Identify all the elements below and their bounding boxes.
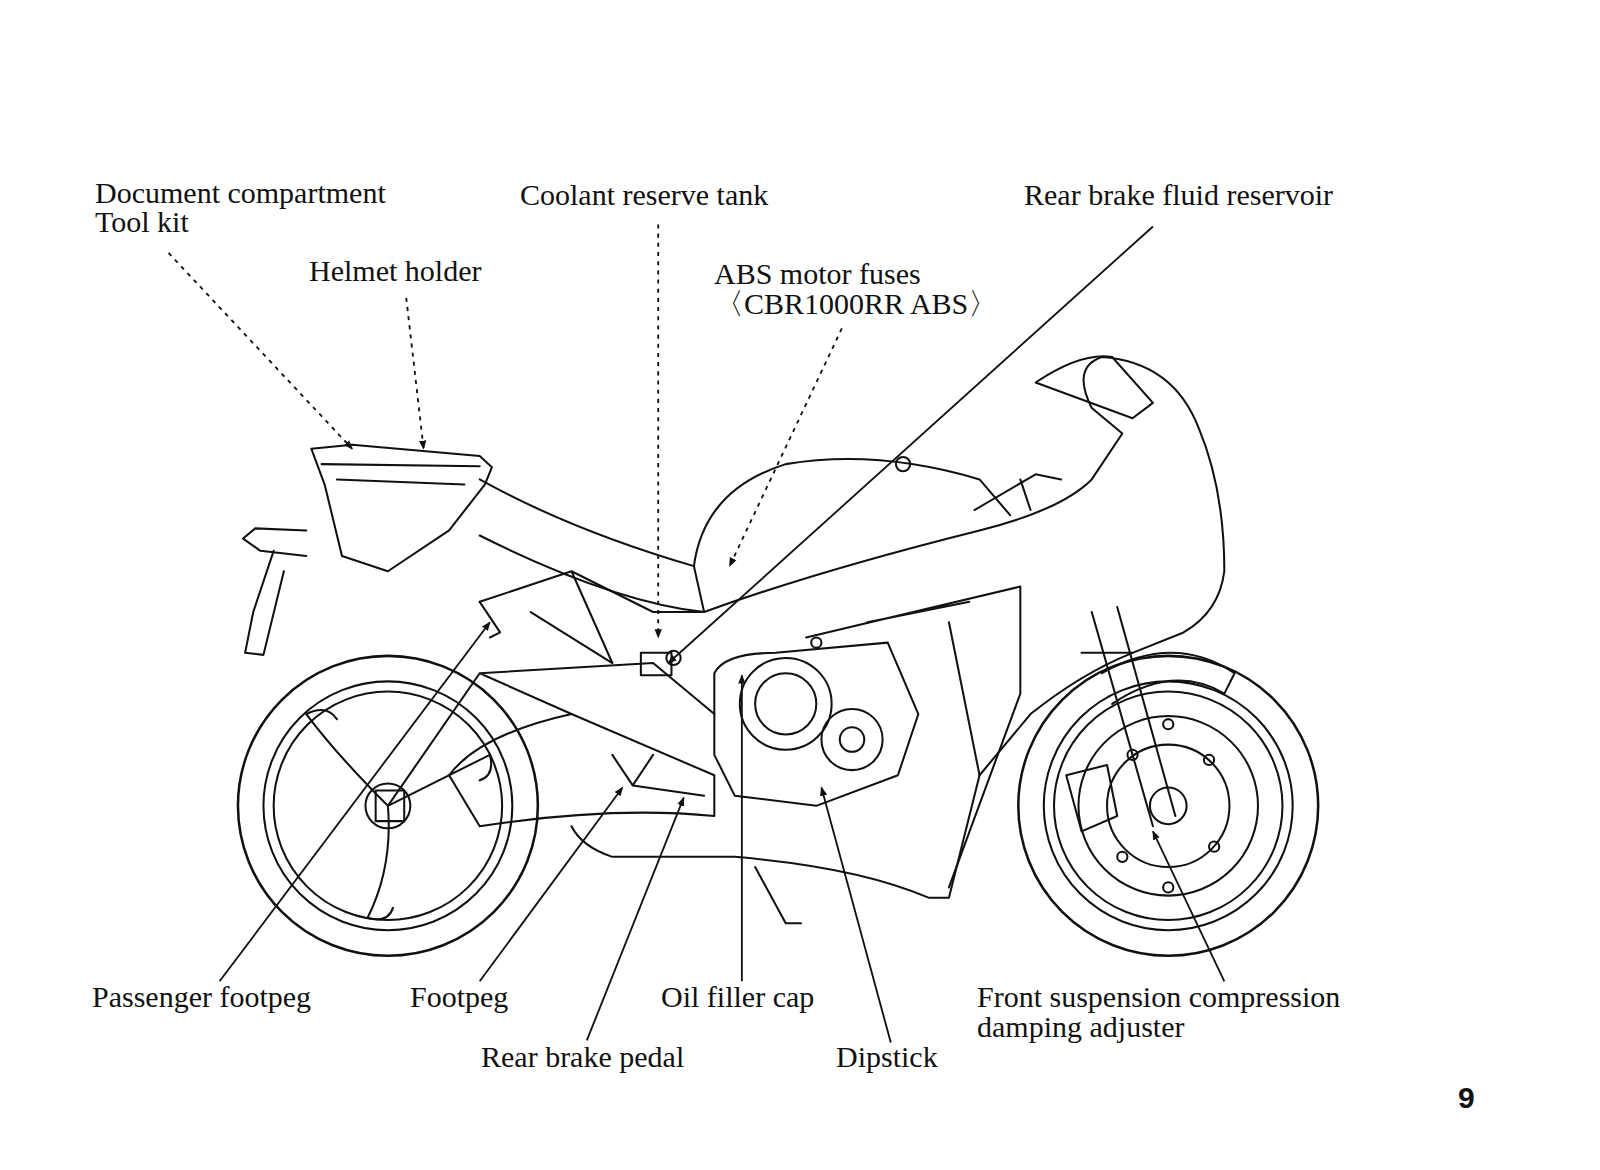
part-label: ABS motor fuses 〈CBR1000RR ABS〉	[714, 259, 1014, 319]
part-label: Dipstick	[836, 1042, 938, 1072]
part-label: Tool kit	[95, 207, 189, 237]
part-label: Footpeg	[410, 982, 508, 1012]
part-label: Front suspension compression damping adj…	[977, 982, 1417, 1042]
part-label: Rear brake pedal	[481, 1042, 684, 1072]
part-label: Rear brake fluid reservoir	[1024, 180, 1333, 210]
page-number: 9	[1458, 1083, 1475, 1113]
part-label: Coolant reserve tank	[520, 180, 768, 210]
part-label: Document compartment	[95, 178, 386, 208]
part-label: Passenger footpeg	[92, 982, 311, 1012]
part-label: Helmet holder	[309, 256, 481, 286]
part-label: Oil filler cap	[661, 982, 814, 1012]
